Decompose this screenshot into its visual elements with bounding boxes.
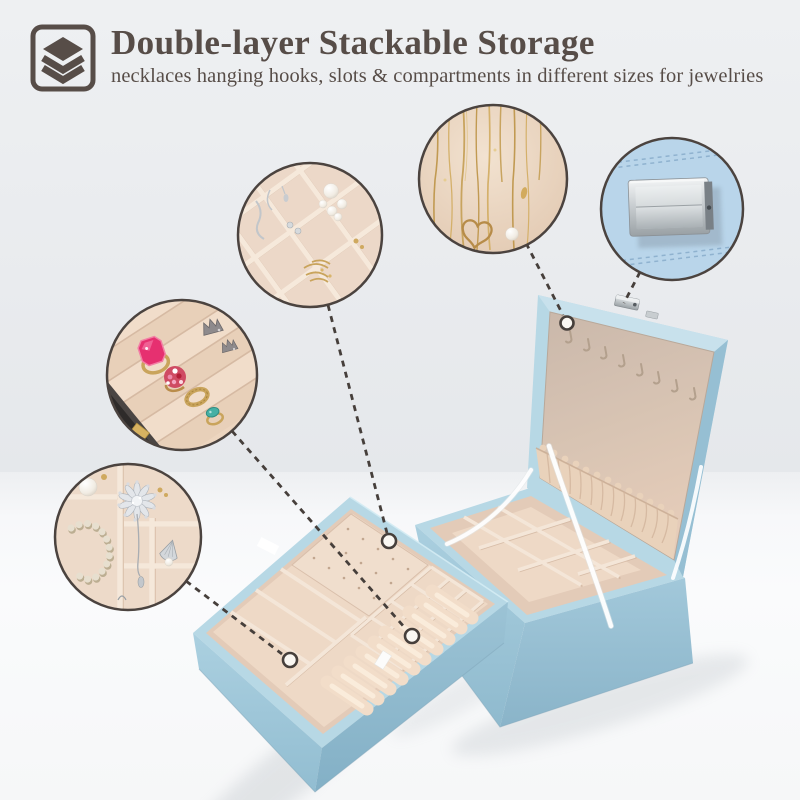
connector-line-large-compartments — [185, 579, 283, 656]
connector-line-small-compartments — [326, 304, 389, 534]
silver-chain — [255, 185, 286, 240]
box-lid-open — [527, 294, 728, 577]
callout-ring-rolls — [105, 298, 259, 452]
antique-rings — [203, 318, 239, 354]
lid-ribbons — [444, 443, 703, 629]
page-title: Double-layer Stackable Storage — [111, 23, 595, 62]
page-subtitle: necklaces hanging hooks, slots & compart… — [111, 64, 764, 87]
callout-small-compartments — [236, 161, 384, 309]
pink-gem-ring — [137, 335, 171, 375]
heart-pendant — [461, 219, 493, 251]
clasp-hardware — [627, 177, 723, 249]
crystal-brooch — [117, 480, 157, 522]
pearl — [78, 477, 98, 497]
jeweled-ring — [164, 366, 186, 393]
callout-connectors — [185, 242, 642, 656]
connector-line-hanging-necklaces — [524, 242, 565, 316]
connector-line-metal-clasp — [622, 271, 642, 304]
callout-metal-clasp — [599, 136, 745, 282]
gold-chain-pile — [303, 259, 331, 283]
gold-ring — [184, 386, 210, 408]
callout-hanging-necklaces — [417, 103, 569, 255]
pearl-bracelet — [67, 520, 115, 585]
turquoise-ring — [205, 406, 224, 426]
connector-endpoints — [281, 315, 575, 669]
box-compartments — [463, 505, 637, 588]
lid-pocket — [535, 444, 679, 559]
callout-large-compartments — [53, 462, 203, 612]
pearl-pendant — [505, 227, 519, 241]
header: Double-layer Stackable Storage necklaces… — [30, 24, 763, 92]
layers-icon — [30, 24, 96, 92]
fan-pendant — [159, 539, 178, 567]
lid-clasp-catch — [614, 294, 659, 320]
necklace-hooks — [565, 330, 697, 401]
pearl-earrings — [318, 183, 348, 222]
connector-line-ring-rolls — [230, 430, 407, 629]
tray-ribbon-tab — [256, 537, 392, 670]
